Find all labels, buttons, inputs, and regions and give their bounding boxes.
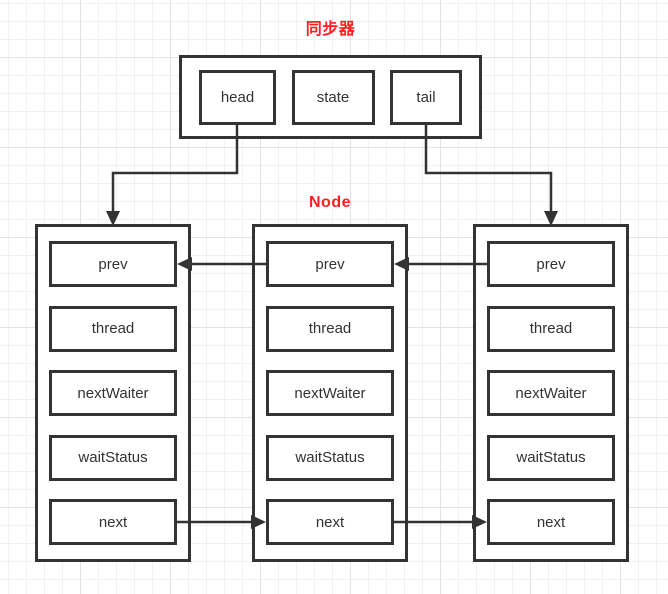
- thread-field[interactable]: thread: [487, 305, 615, 352]
- nextwaiter-field-label: nextWaiter: [515, 384, 587, 402]
- head-field-label: head: [220, 88, 255, 106]
- thread-field[interactable]: thread: [266, 305, 394, 352]
- node-box-3[interactable]: prev thread nextWaiter waitStatus next: [473, 224, 629, 562]
- waitstatus-field-label: waitStatus: [516, 449, 586, 466]
- nextwaiter-field[interactable]: nextWaiter: [266, 370, 394, 416]
- node-box-1[interactable]: prev thread nextWaiter waitStatus next: [35, 224, 191, 562]
- next-field[interactable]: next: [49, 499, 177, 545]
- waitstatus-field[interactable]: waitStatus: [487, 434, 615, 481]
- next-field[interactable]: next: [487, 499, 615, 545]
- prev-field-label: prev: [536, 255, 566, 273]
- next-field-label: next: [536, 513, 566, 531]
- arrow-tail-to-node3[interactable]: [424, 124, 558, 226]
- waitstatus-field[interactable]: waitStatus: [266, 434, 394, 481]
- node-title[interactable]: Node: [309, 194, 351, 211]
- prev-field-label: prev: [315, 255, 345, 273]
- next-field-label: next: [98, 513, 128, 531]
- synchronizer-title[interactable]: 同步器: [305, 21, 356, 38]
- nextwaiter-field[interactable]: nextWaiter: [49, 370, 177, 416]
- prev-field[interactable]: prev: [266, 241, 394, 287]
- prev-field-label: prev: [98, 255, 128, 273]
- tail-field-label: tail: [416, 88, 436, 106]
- thread-field-label: thread: [91, 320, 135, 337]
- thread-field-label: thread: [308, 320, 352, 337]
- thread-field[interactable]: thread: [49, 305, 177, 352]
- nextwaiter-field-label: nextWaiter: [294, 384, 366, 402]
- prev-field[interactable]: prev: [49, 241, 177, 287]
- waitstatus-field-label: waitStatus: [78, 449, 148, 466]
- waitstatus-field-label: waitStatus: [295, 449, 365, 466]
- nextwaiter-field-label: nextWaiter: [77, 384, 149, 402]
- next-field-label: next: [315, 513, 345, 531]
- synchronizer-box[interactable]: head state tail: [179, 55, 482, 139]
- tail-field[interactable]: tail: [390, 69, 462, 125]
- state-field[interactable]: state: [291, 69, 375, 125]
- arrow-head-to-node1[interactable]: [106, 124, 239, 226]
- prev-field[interactable]: prev: [487, 241, 615, 287]
- next-field[interactable]: next: [266, 499, 394, 545]
- state-field-label: state: [316, 88, 350, 106]
- waitstatus-field[interactable]: waitStatus: [49, 434, 177, 481]
- head-field[interactable]: head: [199, 69, 276, 125]
- nextwaiter-field[interactable]: nextWaiter: [487, 370, 615, 416]
- node-box-2[interactable]: prev thread nextWaiter waitStatus next: [252, 224, 408, 562]
- thread-field-label: thread: [529, 320, 573, 337]
